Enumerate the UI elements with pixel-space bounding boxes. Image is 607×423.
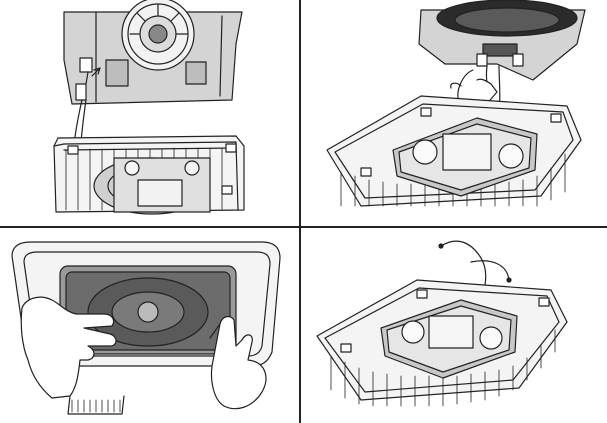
cover-plate bbox=[392, 117, 538, 197]
cover-plate bbox=[380, 299, 518, 379]
hand-icon bbox=[20, 296, 125, 415]
panel-step-4 bbox=[301, 228, 607, 423]
panel-step-2 bbox=[301, 0, 607, 226]
panel-step-1 bbox=[0, 0, 299, 226]
grille-vents bbox=[340, 153, 566, 207]
fan-housing bbox=[418, 0, 586, 81]
wire-connector bbox=[438, 240, 512, 295]
cover-plate bbox=[113, 157, 211, 213]
hand-icon bbox=[209, 315, 267, 410]
arrow-icon bbox=[91, 67, 101, 77]
mounting-tab bbox=[340, 289, 550, 353]
grille-vents bbox=[330, 329, 556, 407]
blower-wheel-icon bbox=[121, 0, 195, 71]
vertical-divider bbox=[299, 0, 301, 423]
horizontal-divider bbox=[0, 226, 607, 228]
mounting-tab bbox=[67, 143, 237, 195]
panel-step-3 bbox=[0, 228, 299, 423]
wire-connector bbox=[476, 43, 524, 113]
mounting-tab bbox=[360, 107, 562, 177]
motor-assembly bbox=[105, 59, 207, 87]
